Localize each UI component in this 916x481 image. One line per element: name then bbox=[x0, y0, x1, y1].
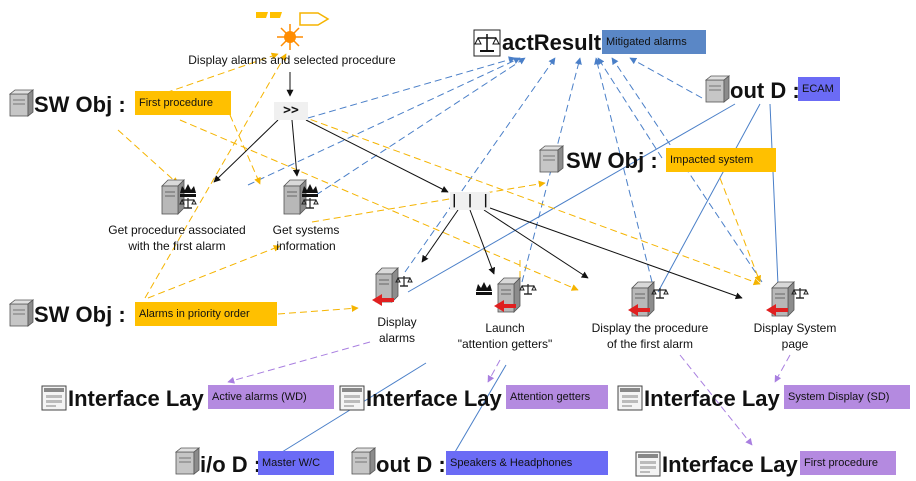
task-computer-icon bbox=[283, 179, 319, 215]
task-computer-icon bbox=[161, 179, 197, 215]
edges-purple bbox=[227, 341, 791, 446]
interface-icon bbox=[635, 451, 661, 477]
device-icon bbox=[175, 447, 200, 475]
device-tag: ECAM bbox=[798, 77, 840, 101]
edges-orange bbox=[117, 52, 762, 315]
task-computer-icon bbox=[372, 267, 413, 306]
device-title: i/o D : bbox=[200, 452, 262, 477]
device-icon bbox=[705, 75, 730, 103]
edges-black bbox=[213, 72, 743, 300]
sw-object-tag: Alarms in priority order bbox=[135, 302, 277, 326]
device-title: out D : bbox=[730, 78, 800, 103]
interface-icon bbox=[617, 385, 643, 411]
sw-object-icon bbox=[9, 89, 34, 117]
sw-object-icon bbox=[9, 299, 34, 327]
interface-title: Interface Lay bbox=[68, 386, 204, 411]
interface-tag: Active alarms (WD) bbox=[208, 385, 334, 409]
interface-title: Interface Lay bbox=[366, 386, 502, 411]
interface-title: Interface Lay bbox=[644, 386, 780, 411]
parallel-operator: | | | bbox=[450, 192, 490, 210]
interface-title: Interface Lay bbox=[662, 452, 798, 477]
task-label: Launch "attention getters" bbox=[457, 321, 553, 351]
task-label: Display alarms bbox=[377, 315, 417, 345]
interface-tag: First procedure bbox=[800, 451, 896, 475]
task-label: Get procedure associated with the first … bbox=[108, 223, 246, 253]
task-computer-icon bbox=[766, 281, 809, 317]
act-result-title: actResult bbox=[502, 30, 602, 55]
edges-blue bbox=[247, 56, 779, 453]
task-label: Get systems information bbox=[272, 223, 340, 253]
sw-object-title: SW Obj : bbox=[34, 302, 126, 327]
act-result-tag: Mitigated alarms bbox=[602, 30, 706, 54]
sw-object-tag: First procedure bbox=[135, 91, 231, 115]
task-label: Display System page bbox=[753, 321, 837, 351]
device-icon bbox=[351, 447, 376, 475]
sequence-operator: >> bbox=[274, 102, 308, 120]
sw-object-tag: Impacted system bbox=[666, 148, 776, 172]
sw-object-title: SW Obj : bbox=[34, 92, 126, 117]
device-tag: Master W/C bbox=[258, 451, 334, 475]
device-tag: Speakers & Headphones bbox=[446, 451, 608, 475]
event-icon bbox=[256, 12, 330, 50]
sw-object-icon bbox=[539, 145, 564, 173]
balance-icon bbox=[473, 29, 501, 57]
interface-tag: System Display (SD) bbox=[784, 385, 910, 409]
task-computer-icon bbox=[628, 281, 669, 317]
interface-tag: Attention getters bbox=[506, 385, 608, 409]
device-title: out D : bbox=[376, 452, 446, 477]
top-event-label: Display alarms and selected procedure bbox=[188, 53, 396, 67]
task-label: Display the procedure of the first alarm bbox=[591, 321, 709, 351]
interface-icon bbox=[41, 385, 67, 411]
interface-icon bbox=[339, 385, 365, 411]
task-computer-icon bbox=[476, 277, 537, 313]
sw-object-title: SW Obj : bbox=[566, 148, 658, 173]
